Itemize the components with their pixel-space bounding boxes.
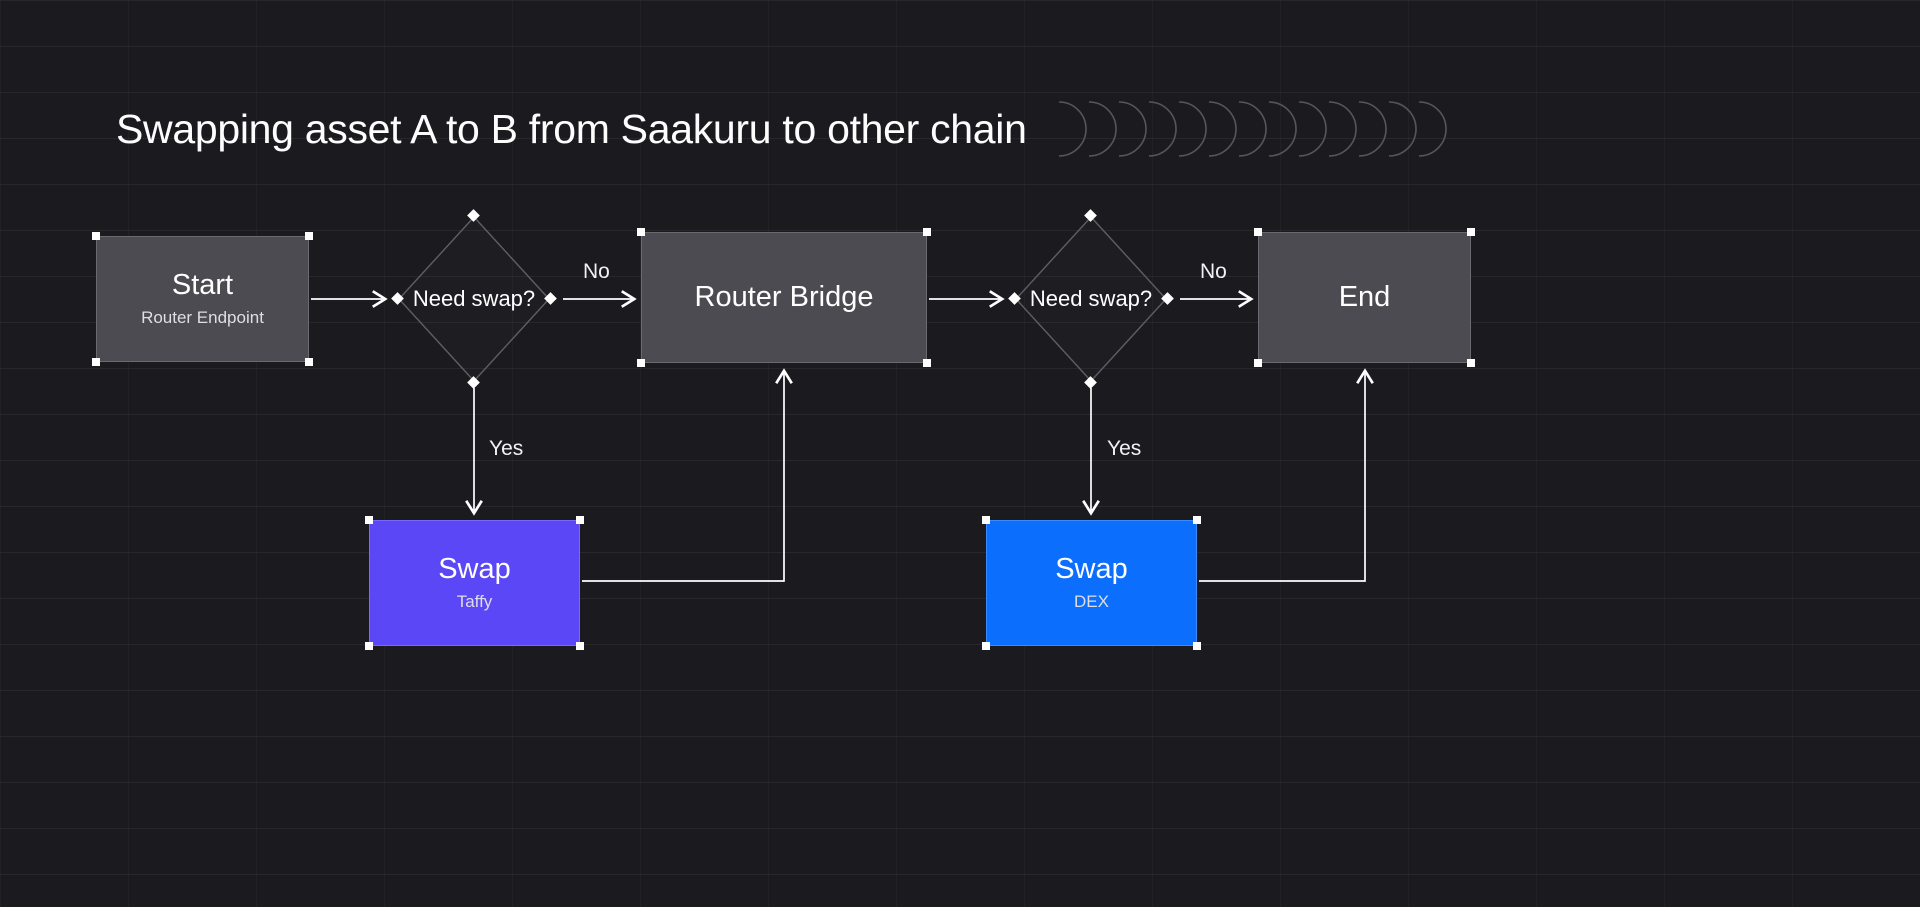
node-decision-need-swap-1[interactable]: Need swap? [391, 209, 557, 389]
edge-label-yes-2: Yes [1107, 437, 1142, 460]
node-swap-taffy-title: Swap [438, 552, 511, 585]
node-decision-need-swap-2[interactable]: Need swap? [1008, 209, 1174, 389]
resize-handle-bottom-right[interactable] [1193, 642, 1201, 650]
resize-handle-top-right[interactable] [1193, 516, 1201, 524]
resize-handle-top-right[interactable] [576, 516, 584, 524]
edge-label-no-2: No [1200, 260, 1227, 283]
resize-handle-top-left[interactable] [637, 228, 645, 236]
resize-handle-top-left[interactable] [365, 516, 373, 524]
node-router-bridge[interactable]: Router Bridge [637, 228, 931, 367]
node-swap-dex-subtitle: DEX [1074, 592, 1109, 612]
resize-handle-top-right[interactable] [305, 232, 313, 240]
resize-handle-top-left[interactable] [92, 232, 100, 240]
node-router-bridge-title: Router Bridge [694, 280, 874, 313]
resize-handle-bottom-left[interactable] [982, 642, 990, 650]
edge-label-yes-1: Yes [489, 437, 524, 460]
edge-label-no-1: No [583, 260, 610, 283]
node-start-title: Start [171, 268, 234, 301]
resize-handle-top-right[interactable] [1467, 228, 1475, 236]
node-swap-taffy[interactable]: Swap Taffy [365, 516, 584, 650]
resize-handle-top-left[interactable] [1254, 228, 1262, 236]
node-decision-2-label: Need swap? [1029, 286, 1153, 312]
resize-handle-bottom-left[interactable] [637, 359, 645, 367]
title-block: Swapping asset A to B from Saakuru to ot… [116, 98, 1453, 160]
edge-swaptaffy-to-routerbridge [582, 368, 793, 582]
edge-swapdex-to-end [1199, 368, 1374, 582]
node-swap-dex-title: Swap [1055, 552, 1128, 585]
node-swap-dex[interactable]: Swap DEX [982, 516, 1201, 650]
node-start[interactable]: Start Router Endpoint [92, 232, 313, 366]
resize-handle-bottom-left[interactable] [92, 358, 100, 366]
node-end-title: End [1338, 280, 1391, 313]
resize-handle-top-right[interactable] [923, 228, 931, 236]
resize-handle-bottom-left[interactable] [1254, 359, 1262, 367]
resize-handle-bottom-right[interactable] [1467, 359, 1475, 367]
node-end[interactable]: End [1254, 228, 1475, 367]
arc-chevron-decoration-icon [1058, 101, 1447, 157]
node-swap-taffy-subtitle: Taffy [456, 592, 493, 612]
resize-handle-top-left[interactable] [982, 516, 990, 524]
node-start-subtitle: Router Endpoint [141, 308, 264, 328]
page-title: Swapping asset A to B from Saakuru to ot… [116, 105, 1027, 152]
node-decision-1-label: Need swap? [412, 286, 536, 312]
resize-handle-bottom-left[interactable] [365, 642, 373, 650]
resize-handle-bottom-right[interactable] [305, 358, 313, 366]
resize-handle-bottom-right[interactable] [923, 359, 931, 367]
resize-handle-bottom-right[interactable] [576, 642, 584, 650]
